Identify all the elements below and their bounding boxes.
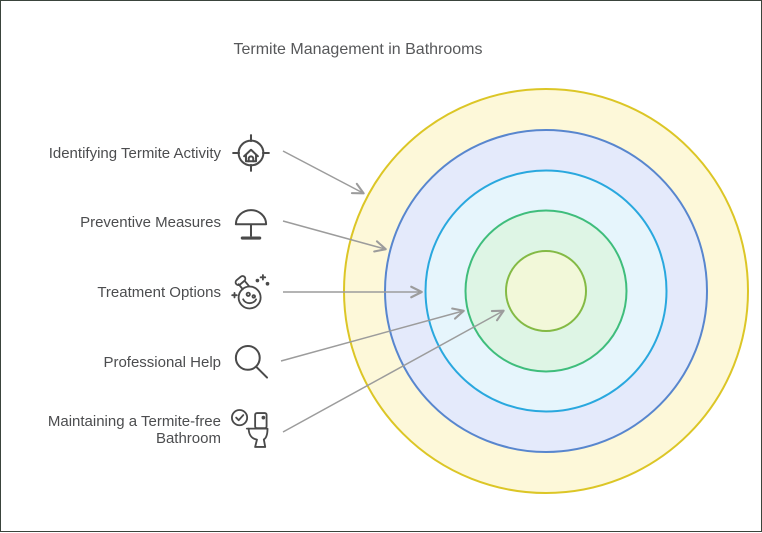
toilet-check-icon — [229, 407, 273, 453]
potion-flask-icon — [229, 269, 273, 315]
page-title: Termite Management in Bathrooms — [233, 41, 483, 58]
dome-cover-icon — [229, 199, 273, 245]
item-professional-help: Professional Help — [1, 338, 273, 386]
arrow-to-ring-5 — [282, 309, 505, 433]
item-label: Identifying Termite Activity — [48, 144, 221, 162]
arrow-to-ring-2 — [282, 220, 387, 253]
arrow-to-ring-4 — [280, 307, 465, 362]
onion-rings — [343, 88, 749, 494]
item-label: Preventive Measures — [80, 213, 221, 231]
item-identifying-termite-activity: Identifying Termite Activity — [1, 129, 273, 177]
ring-level-5 — [505, 250, 587, 332]
connector-arrows — [280, 150, 505, 433]
item-preventive-measures: Preventive Measures — [1, 198, 273, 246]
item-label: Professional Help — [103, 353, 221, 371]
item-label: Maintaining a Termite-free Bathroom — [47, 413, 221, 447]
arrow-to-ring-1 — [282, 150, 365, 195]
target-home-icon — [229, 130, 273, 176]
item-maintaining-termite-free-bathroom: Maintaining a Termite-free Bathroom — [1, 406, 273, 454]
magnifier-icon — [229, 339, 273, 385]
item-treatment-options: Treatment Options — [1, 268, 273, 316]
item-label: Treatment Options — [97, 283, 221, 301]
